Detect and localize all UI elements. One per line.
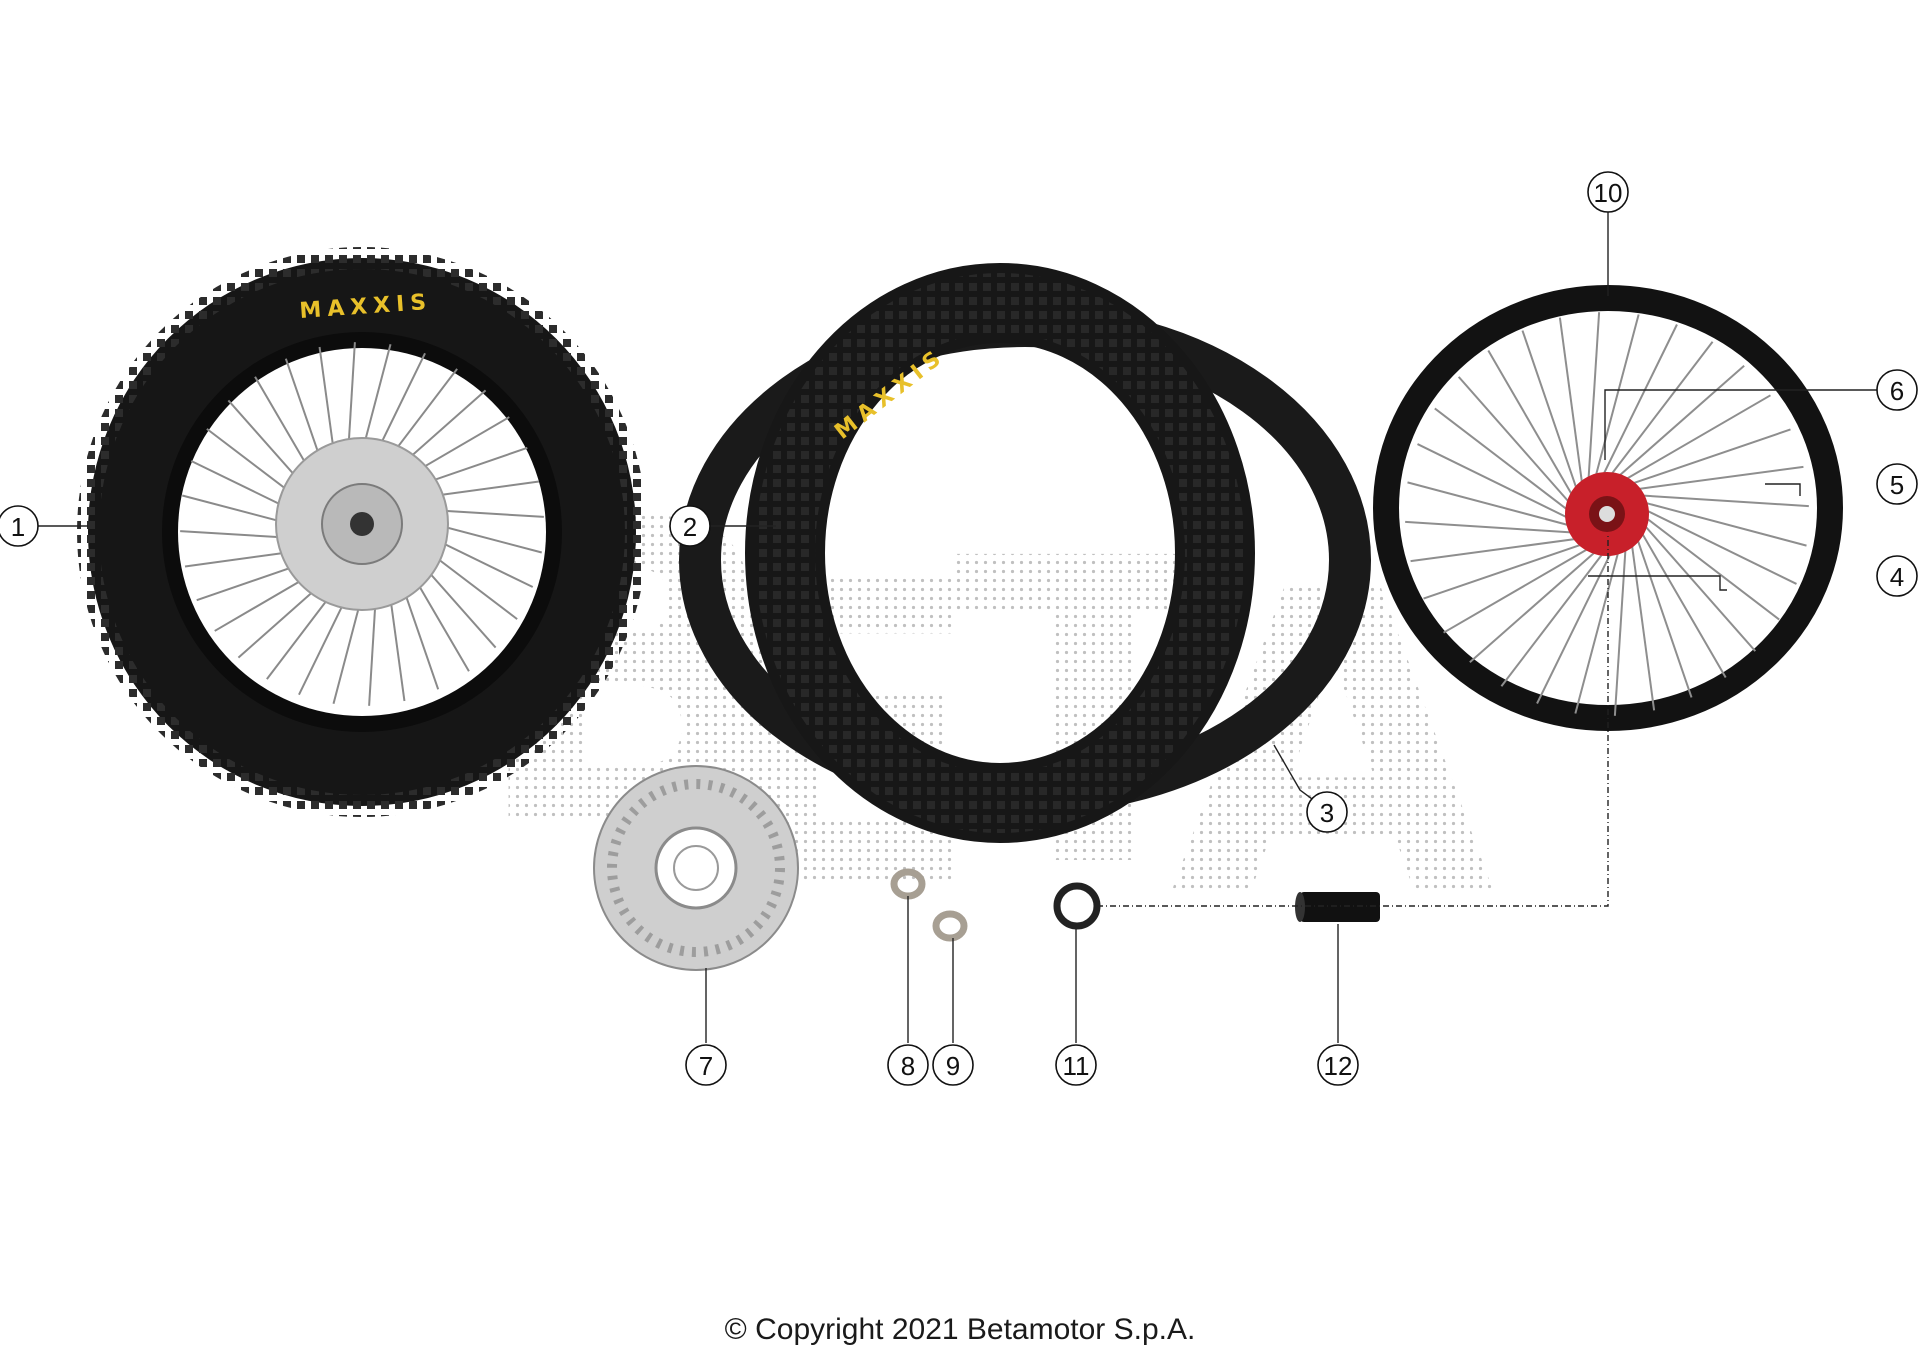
rim-spokes: [1405, 312, 1809, 716]
svg-text:1: 1: [11, 512, 25, 542]
rim-spoke: [1443, 544, 1595, 634]
rim-spoke: [1407, 481, 1576, 528]
rim-spoke: [1558, 317, 1584, 491]
callout-12: 12: [1317, 1044, 1359, 1086]
svg-text:10: 10: [1594, 178, 1623, 208]
svg-text:5: 5: [1890, 470, 1904, 500]
svg-text:2: 2: [683, 512, 697, 542]
callout-10: 10: [1587, 171, 1629, 213]
rim-spoke: [1405, 520, 1579, 534]
washer-9: [932, 910, 968, 942]
svg-text:9: 9: [946, 1051, 960, 1081]
rim-spoke: [1593, 314, 1640, 483]
rim-spoke: [1417, 443, 1575, 522]
front-wheel-tread: [77, 247, 647, 817]
rim-spoke: [1638, 500, 1807, 547]
callouts: 1 2 3 4 5 6 7 8 9 10 11 12: [0, 171, 1918, 1086]
svg-text:7: 7: [699, 1051, 713, 1081]
svg-text:3: 3: [1320, 798, 1334, 828]
rim-spoke: [1410, 537, 1584, 563]
rim-spoke: [1536, 546, 1615, 704]
svg-text:4: 4: [1890, 562, 1904, 592]
rim-spoke: [1625, 428, 1791, 487]
callout-1: 1: [0, 505, 39, 547]
callout-5: 5: [1876, 463, 1918, 505]
rim-spoke: [1637, 526, 1727, 678]
callout-11: 11: [1055, 1044, 1097, 1086]
rim-spoke: [1469, 546, 1602, 664]
rim-spoke: [1599, 324, 1678, 482]
rim-spoke: [1635, 494, 1809, 508]
hub-bore: [1599, 506, 1615, 522]
rim-spoke: [1587, 312, 1601, 486]
brake-disc: [593, 765, 799, 971]
rim-spoke: [1457, 376, 1575, 509]
rim-spoke: [1612, 364, 1745, 482]
callout-2: 2: [669, 505, 711, 547]
callout-7: 7: [685, 1044, 727, 1086]
svg-text:6: 6: [1890, 376, 1904, 406]
rim-spoke: [1606, 341, 1714, 481]
rim-spoke: [1639, 519, 1757, 652]
rim-spoke: [1630, 537, 1656, 711]
front-wheel-assembly: MAXXIS: [77, 247, 647, 817]
rim-spoke: [1434, 407, 1574, 515]
spacer: [1295, 892, 1380, 922]
rim-spoke: [1574, 545, 1621, 714]
rim-spoke: [1639, 506, 1797, 585]
callout-6: 6: [1876, 369, 1918, 411]
rim-spoke: [1521, 330, 1580, 496]
rim-spoke: [1640, 513, 1780, 621]
svg-text:11: 11: [1063, 1051, 1090, 1081]
rim-spoke: [1487, 350, 1577, 502]
callout-3: 3: [1306, 791, 1348, 833]
rim-assembly: [1373, 285, 1843, 731]
front-axle: [350, 512, 374, 536]
rim-spoke: [1619, 394, 1771, 484]
svg-text:8: 8: [901, 1051, 915, 1081]
copyright-notice: © Copyright 2021 Betamotor S.p.A.: [724, 1313, 1196, 1346]
leader-lines: [37, 212, 1877, 1043]
callout-4: 4: [1876, 555, 1918, 597]
tire: MAXXIS: [745, 263, 1255, 843]
rim-spoke: [1500, 547, 1608, 687]
rim-spoke: [1634, 532, 1693, 698]
rim-spoke: [1613, 542, 1627, 716]
svg-text:12: 12: [1324, 1051, 1353, 1081]
rim-spoke: [1630, 465, 1804, 491]
rim-spoke: [1423, 541, 1589, 600]
callout-8: 8: [887, 1044, 929, 1086]
callout-9: 9: [932, 1044, 974, 1086]
